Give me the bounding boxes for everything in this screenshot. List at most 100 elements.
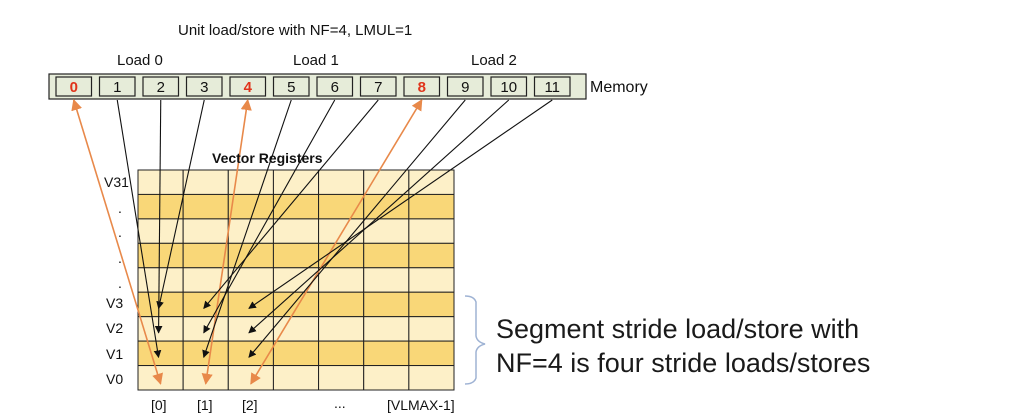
row-label-v3: V3: [106, 295, 124, 311]
memory-cell: [272, 76, 310, 97]
register-cell: [408, 242, 455, 269]
load-arrow: [248, 99, 553, 309]
register-cell: [182, 340, 229, 367]
row-label-dot: .: [118, 275, 122, 291]
register-cell: [227, 340, 274, 367]
orange-load-arrow: [201, 98, 252, 385]
memory-cell-label: 7: [374, 79, 382, 96]
register-cell: [318, 291, 365, 318]
register-cell: [272, 365, 320, 391]
register-cell: [182, 365, 229, 391]
register-cell: [272, 340, 320, 367]
load-arrow: [116, 99, 162, 359]
memory-cell-label: 4: [244, 79, 253, 96]
register-cell: [227, 193, 274, 220]
register-cell: [408, 365, 455, 391]
memory-cell: [98, 76, 136, 97]
load-arrow: [248, 99, 510, 334]
memory-cell-label: 11: [544, 79, 560, 96]
load-arrow: [156, 99, 205, 310]
register-cell: [227, 218, 274, 244]
register-cell: [227, 365, 274, 391]
register-cell: [363, 291, 410, 318]
memory-cell-label: 9: [461, 79, 469, 96]
memory-cell-label: 2: [157, 79, 165, 96]
row-label-dot: .: [118, 250, 122, 266]
register-cell: [363, 267, 410, 293]
memory-cell: [316, 76, 354, 97]
register-cell: [318, 316, 365, 342]
diagram-title: Unit load/store with NF=4, LMUL=1: [178, 22, 413, 39]
register-cell: [137, 340, 184, 367]
register-cell: [272, 218, 320, 244]
memory-cell: [446, 76, 484, 97]
column-label-ellipsis: ...: [334, 395, 346, 411]
register-cell: [408, 291, 455, 318]
register-cell: [182, 218, 229, 244]
register-cell: [182, 169, 229, 195]
register-cell: [137, 316, 184, 342]
row-label-dot: .: [118, 200, 122, 216]
register-cell: [272, 242, 320, 269]
register-cell: [272, 267, 320, 293]
register-cell: [318, 340, 365, 367]
register-cell: [137, 193, 184, 220]
memory-cell: [490, 76, 528, 97]
memory-cell-label: 5: [287, 79, 295, 96]
load-arrow: [248, 99, 466, 358]
register-cell: [137, 365, 184, 391]
register-cell: [227, 316, 274, 342]
memory-cell-label: 1: [113, 79, 121, 96]
register-cell: [182, 242, 229, 269]
load-0-label: Load 0: [117, 52, 163, 69]
register-cell: [137, 242, 184, 269]
register-cell: [408, 267, 455, 293]
register-cell: [408, 193, 455, 220]
register-cell: [363, 218, 410, 244]
load-1-label: Load 1: [293, 52, 339, 69]
column-label-vlmax: [VLMAX-1]: [387, 397, 455, 413]
register-cell: [137, 291, 184, 318]
register-cell: [363, 193, 410, 220]
memory-cell-label: 3: [200, 79, 208, 96]
row-label-v2: V2: [106, 320, 124, 336]
register-cell: [408, 218, 455, 244]
register-cell: [363, 169, 410, 195]
memory-cell: [55, 76, 93, 97]
memory-cell: [359, 76, 397, 97]
memory-cell-label: 6: [331, 79, 339, 96]
register-cell: [318, 218, 365, 244]
register-cell: [408, 340, 455, 367]
row-label-v0: V0: [106, 371, 124, 387]
row-label-dot: .: [118, 224, 122, 240]
memory-cell: [229, 76, 267, 97]
register-cell: [363, 242, 410, 269]
orange-load-arrow: [71, 98, 163, 385]
memory-cell: [185, 76, 223, 97]
register-cell: [137, 218, 184, 244]
register-title: Vector Registers: [212, 150, 323, 166]
register-cell: [318, 267, 365, 293]
caption-bracket: [464, 295, 486, 385]
arrow-layer: [71, 98, 553, 385]
memory-cell: [533, 76, 571, 97]
register-cell: [318, 365, 365, 391]
caption-line-2: NF=4 is four stride loads/stores: [496, 348, 871, 378]
register-cell: [182, 193, 229, 220]
memory-label: Memory: [590, 79, 648, 96]
row-label-v31: V31: [104, 174, 129, 190]
memory-cell-label: 10: [500, 79, 517, 96]
orange-load-arrow: [250, 99, 423, 385]
load-arrow: [154, 99, 163, 334]
register-cell: [363, 316, 410, 342]
register-cell: [408, 169, 455, 195]
load-2-label: Load 2: [471, 52, 517, 69]
register-cell: [318, 169, 365, 195]
column-label-2: [2]: [242, 397, 258, 413]
register-cell: [363, 340, 410, 367]
vector-register-grid: [137, 169, 455, 391]
register-cell: [408, 316, 455, 342]
caption-line-1: Segment stride load/store with: [496, 314, 860, 344]
